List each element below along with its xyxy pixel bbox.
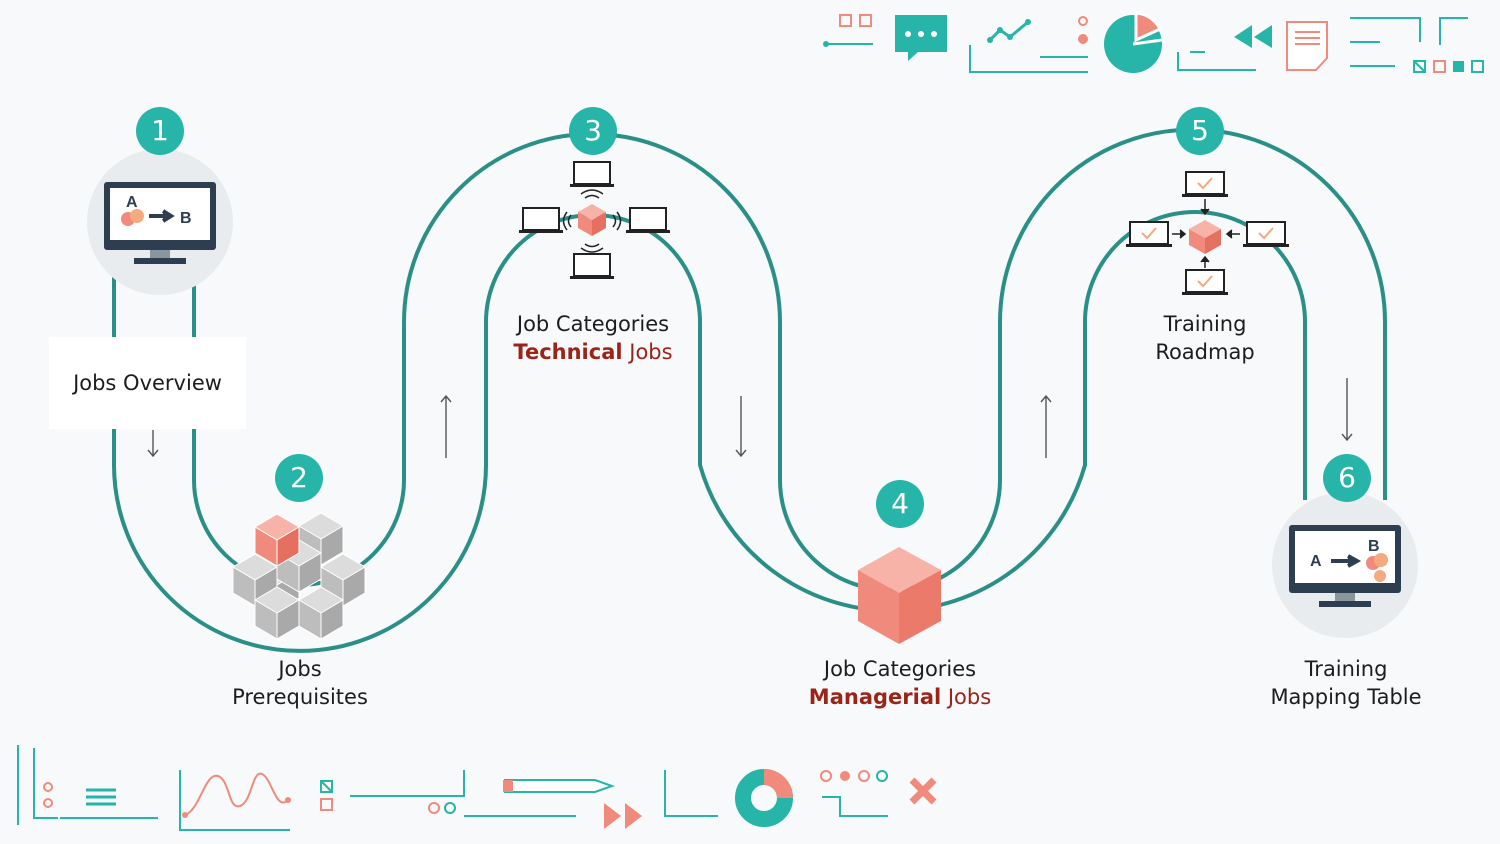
label-line-2: Prerequisites	[232, 685, 368, 709]
label-line-2: Mapping Table	[1270, 685, 1422, 709]
direction-arrows	[147, 378, 1353, 458]
step-3-badge: 3	[569, 107, 617, 155]
icon-letter-a: A	[1310, 553, 1322, 570]
network-icon	[519, 161, 670, 279]
cube-cluster-icon	[232, 512, 366, 640]
label-rest: Jobs	[622, 340, 673, 364]
step-1-badge: 1	[136, 107, 184, 155]
step-2-badge: 2	[275, 454, 323, 502]
step-6-badge: 6	[1323, 454, 1371, 502]
step-4-badge: 4	[876, 480, 924, 528]
monitor-icon: A B	[87, 149, 233, 295]
bottom-decoration	[17, 745, 937, 831]
roadmap-track	[112, 127, 1387, 653]
training-mapping-table-label: Training Mapping Table	[1236, 655, 1456, 711]
label-strong: Technical	[513, 340, 623, 364]
step-5-badge: 5	[1176, 107, 1224, 155]
training-roadmap-label: Training Roadmap	[1105, 310, 1305, 366]
icon-letter-a: A	[126, 194, 138, 211]
technical-jobs-label: Job Categories Technical Jobs	[473, 310, 713, 366]
jobs-overview-label: Jobs Overview	[49, 337, 246, 429]
icon-letter-b: B	[180, 210, 192, 227]
jobs-overview-text: Jobs Overview	[73, 371, 222, 395]
label-line-1: Training	[1304, 657, 1388, 681]
mapping-monitor-icon: A B	[1272, 492, 1418, 638]
cube-icon	[858, 547, 941, 644]
icon-letter-b: B	[1368, 538, 1380, 555]
label-line-1: Training	[1163, 312, 1247, 336]
label-line-1: Job Categories	[823, 657, 977, 681]
top-decoration	[823, 11, 1484, 73]
jobs-prerequisites-label: Jobs Prerequisites	[200, 655, 400, 711]
label-line-1: Jobs	[278, 657, 322, 681]
label-line-2: Roadmap	[1155, 340, 1255, 364]
label-line-1: Job Categories	[516, 312, 670, 336]
training-roadmap-icon	[1126, 171, 1289, 295]
label-strong: Managerial	[808, 685, 942, 709]
label-rest: Jobs	[941, 685, 992, 709]
managerial-jobs-label: Job Categories Managerial Jobs	[780, 655, 1020, 711]
